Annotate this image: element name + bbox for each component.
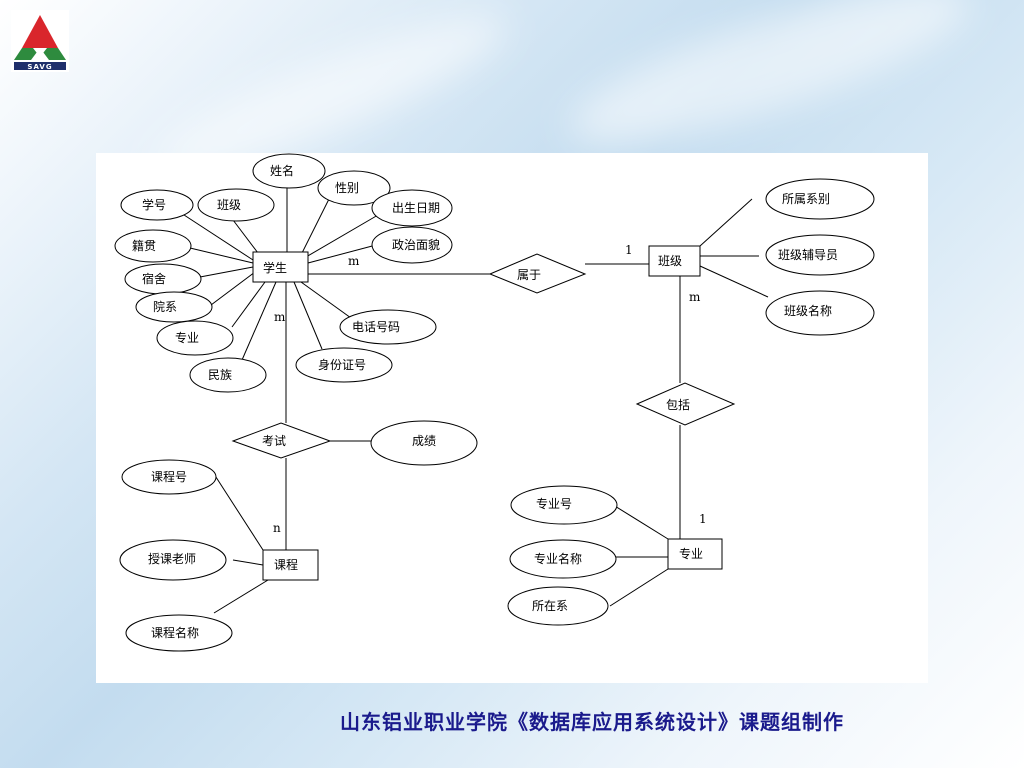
entity-student: 学生 (252, 251, 309, 283)
attribute-id-number: 身份证号 (295, 347, 393, 383)
svg-text:院系: 院系 (153, 300, 177, 314)
svg-text:成绩: 成绩 (412, 434, 436, 448)
svg-text:班级: 班级 (217, 198, 241, 212)
entity-major: 专业 (667, 538, 723, 570)
cardinality-student-exam: m (274, 310, 286, 324)
svg-text:学号: 学号 (142, 197, 166, 212)
attribute-gender: 性别 (317, 170, 391, 206)
attribute-major-department: 所在系 (507, 586, 609, 626)
svg-text:民族: 民族 (208, 368, 232, 382)
attribute-student-class: 班级 (197, 188, 275, 222)
entity-course-label: 课程 (274, 557, 298, 572)
svg-text:宿舍: 宿舍 (142, 271, 166, 286)
attribute-name: 姓名 (252, 153, 326, 189)
svg-text:专业: 专业 (175, 330, 199, 345)
svg-text:所属系别: 所属系别 (782, 192, 830, 206)
attribute-course-name: 课程名称 (125, 614, 233, 652)
er-diagram: 学生 班级 课程 专业 属于 考试 包括 姓名 (96, 153, 928, 683)
attribute-political-status: 政治面貌 (371, 226, 453, 264)
relationship-exam-label: 考试 (262, 433, 286, 448)
attribute-ethnicity: 民族 (189, 357, 267, 393)
relationship-includes-label: 包括 (666, 397, 690, 412)
entity-class-label: 班级 (658, 254, 682, 268)
attribute-class-name: 班级名称 (765, 290, 875, 336)
cardinality-class-includes: m (689, 290, 701, 304)
savg-logo: SAVG (11, 10, 69, 72)
svg-text:籍贯: 籍贯 (132, 238, 156, 253)
attribute-phone: 电话号码 (339, 309, 437, 345)
relationship-exam: 考试 (231, 422, 332, 459)
cardinality-labels: m 1 m n m 1 (273, 243, 707, 535)
svg-text:授课老师: 授课老师 (148, 551, 196, 566)
attribute-student-major: 专业 (156, 320, 234, 356)
er-diagram-canvas: 学生 班级 课程 专业 属于 考试 包括 姓名 (114, 153, 875, 652)
entity-class: 班级 (648, 245, 701, 277)
svg-text:班级名称: 班级名称 (784, 303, 832, 318)
entity-student-label: 学生 (263, 260, 287, 275)
cardinality-student-belongs: m (348, 254, 360, 268)
entity-major-label: 专业 (679, 546, 703, 561)
attribute-class-counselor: 班级辅导员 (765, 234, 875, 276)
relationship-includes: 包括 (635, 382, 736, 426)
attribute-department: 院系 (135, 291, 213, 323)
logo-mark-icon: SAVG (11, 10, 69, 72)
footer-caption: 山东铝业职业学院《数据库应用系统设计》课题组制作 (340, 710, 844, 734)
attribute-student-no: 学号 (120, 189, 194, 221)
svg-text:姓名: 姓名 (270, 163, 294, 178)
svg-text:课程号: 课程号 (151, 469, 187, 484)
svg-text:所在系: 所在系 (532, 599, 568, 613)
cardinality-major-includes: 1 (699, 512, 707, 526)
svg-text:电话号码: 电话号码 (352, 320, 400, 334)
svg-text:课程名称: 课程名称 (151, 625, 199, 640)
attribute-dorm: 宿舍 (124, 263, 202, 295)
background-streak (556, 0, 984, 173)
connectors (180, 186, 769, 614)
attribute-class-department: 所属系别 (765, 178, 875, 220)
cardinality-course-exam: n (273, 521, 281, 535)
svg-text:专业名称: 专业名称 (534, 551, 582, 566)
cardinality-class-belongs: 1 (625, 243, 633, 257)
svg-text:专业号: 专业号 (536, 496, 572, 511)
attribute-birth-date: 出生日期 (371, 189, 453, 227)
svg-text:性别: 性别 (335, 181, 359, 195)
svg-text:出生日期: 出生日期 (392, 201, 440, 215)
svg-text:班级辅导员: 班级辅导员 (778, 248, 838, 262)
relationship-belongs-to: 属于 (488, 253, 587, 294)
relationship-belongs-to-label: 属于 (517, 268, 541, 282)
attribute-teacher: 授课老师 (119, 539, 227, 581)
attribute-native-place: 籍贯 (114, 229, 192, 263)
attribute-major-no: 专业号 (510, 485, 618, 525)
attribute-major-name: 专业名称 (509, 539, 617, 579)
entity-course: 课程 (262, 549, 319, 581)
svg-text:政治面貌: 政治面貌 (392, 237, 440, 252)
attribute-course-no: 课程号 (121, 459, 217, 495)
attribute-score: 成绩 (370, 420, 478, 466)
svg-text:身份证号: 身份证号 (318, 357, 366, 372)
logo-text: SAVG (27, 63, 52, 71)
